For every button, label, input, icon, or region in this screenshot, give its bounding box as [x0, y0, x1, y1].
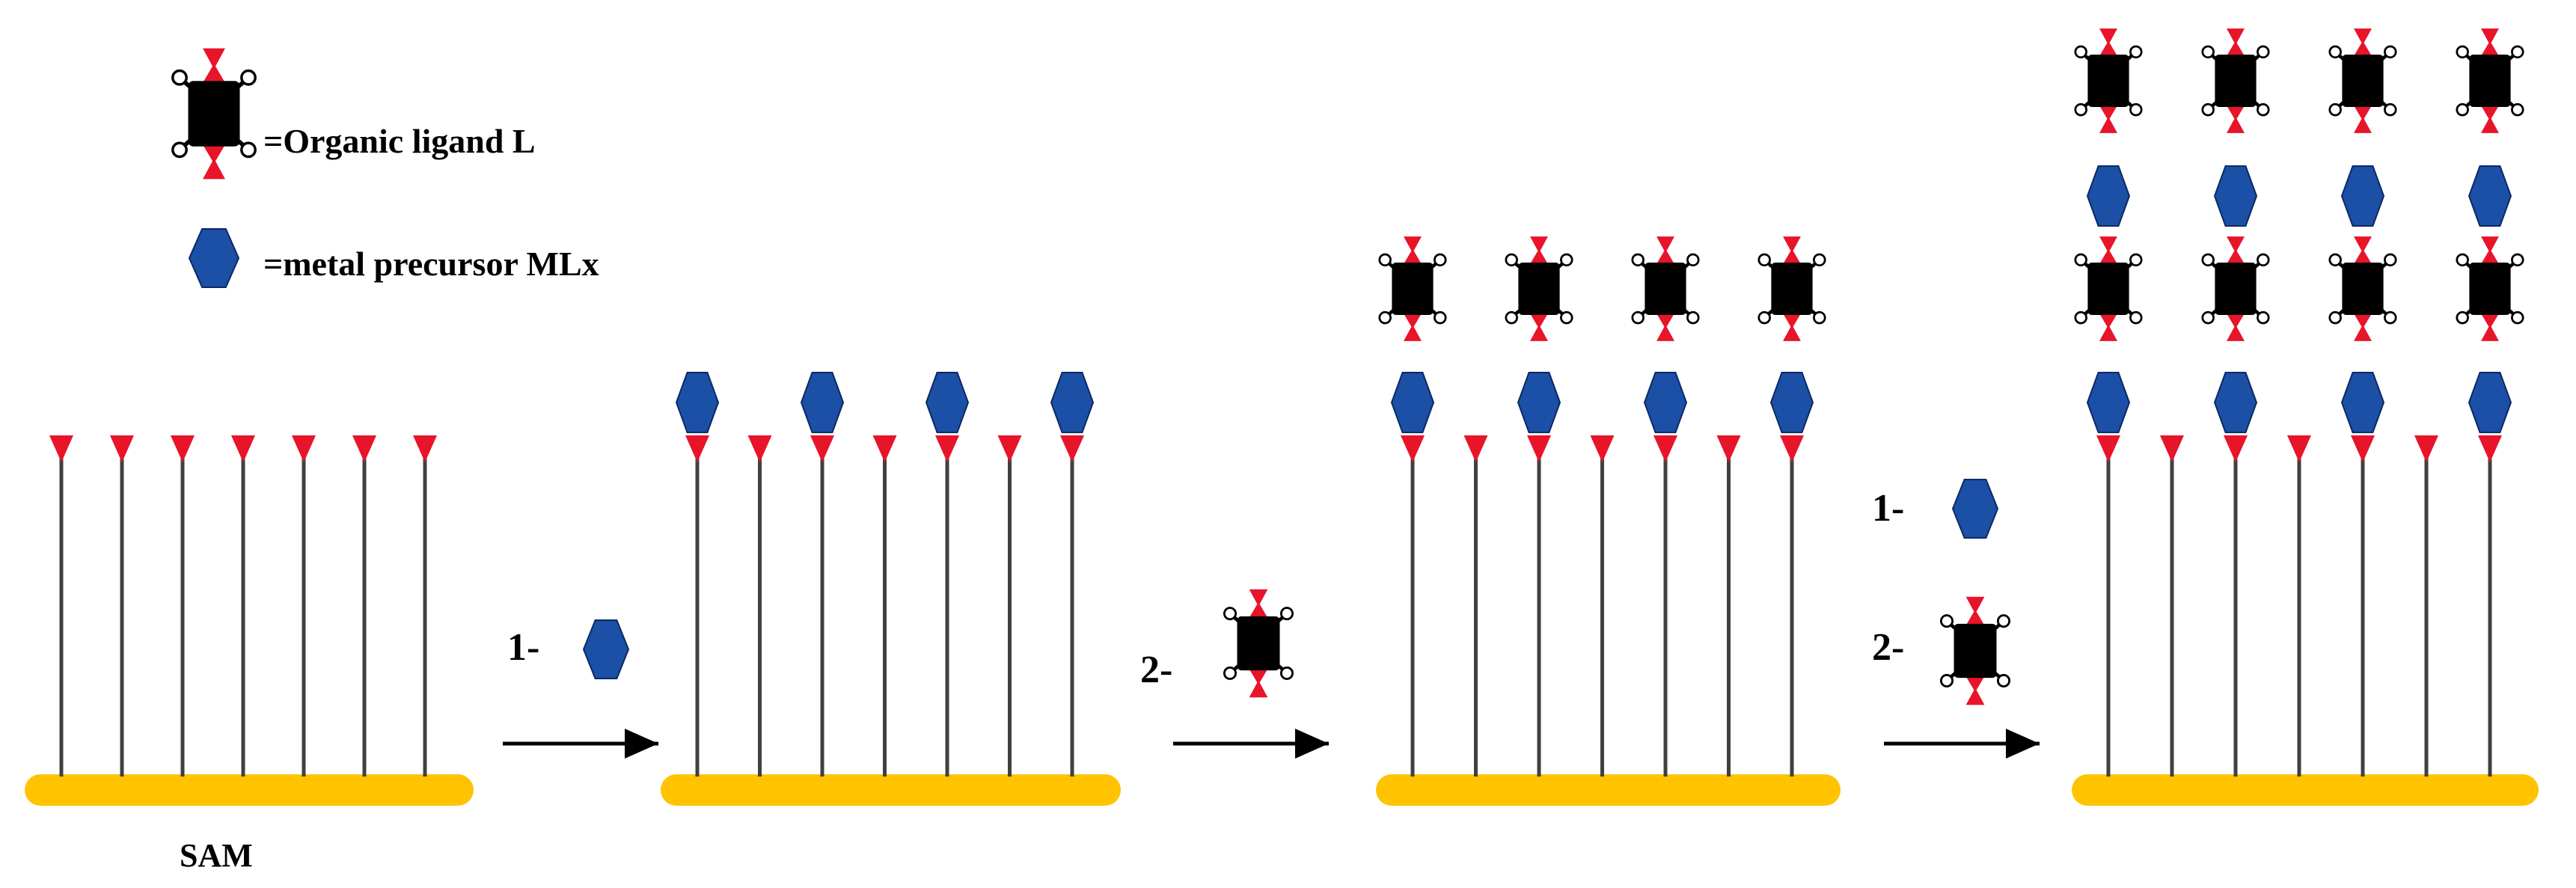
step-1-annotation: 1- — [503, 619, 658, 759]
organic-ligand — [2456, 236, 2524, 341]
terminal-group — [810, 435, 834, 462]
organic-ligand-icon — [171, 48, 257, 180]
metal-precursor-hexagon — [1769, 372, 1814, 433]
terminal-group — [997, 435, 1022, 462]
terminal-group — [110, 435, 134, 462]
step-3-label-2: 2- — [1872, 626, 1904, 669]
organic-ligand — [2201, 28, 2270, 133]
stage-3-ligand-added — [1376, 236, 1841, 806]
legend-ligand-label: =Organic ligand L — [263, 122, 536, 160]
metal-precursor-hexagon — [1050, 372, 1095, 433]
terminal-group — [413, 435, 437, 462]
legend: =Organic ligand L =metal precursor MLx — [171, 48, 599, 288]
metal-precursor-hexagon — [582, 619, 630, 679]
organic-ligand — [2328, 28, 2397, 133]
metal-precursor-icon — [582, 619, 630, 679]
organic-ligand — [171, 48, 257, 180]
terminal-group — [49, 435, 73, 462]
metal-precursor-hexagon — [1390, 372, 1435, 433]
metal-precursor-hexagon — [2086, 372, 2131, 433]
terminal-group — [2351, 435, 2375, 462]
organic-ligand — [2074, 28, 2143, 133]
terminal-group — [685, 435, 709, 462]
step-2-annotation: 2- — [1140, 589, 1329, 759]
metal-precursor-icon — [188, 228, 240, 288]
sam-label: SAM — [180, 837, 253, 874]
legend-metal-label: =metal precursor MLx — [263, 245, 599, 283]
terminal-group — [2096, 435, 2120, 462]
terminal-group — [1780, 435, 1804, 462]
organic-ligand — [1631, 236, 1700, 341]
metal-precursor-hexagon — [2086, 165, 2131, 227]
terminal-group — [2160, 435, 2184, 462]
metal-precursor-hexagon — [188, 228, 240, 288]
terminal-group — [1463, 435, 1488, 462]
terminal-group — [2287, 435, 2311, 462]
metal-precursor-hexagon — [2468, 372, 2512, 433]
terminal-group — [872, 435, 897, 462]
metal-precursor-hexagon — [2213, 372, 2258, 433]
organic-ligand — [2456, 28, 2524, 133]
terminal-group — [231, 435, 255, 462]
stage-4-second-cycle — [2072, 28, 2539, 806]
organic-ligand — [2201, 236, 2270, 341]
metal-precursor-hexagon — [2213, 165, 2258, 227]
organic-ligand — [1223, 589, 1294, 698]
metal-precursor-icon — [1951, 479, 1999, 539]
organic-ligand — [1505, 236, 1573, 341]
organic-ligand — [2074, 236, 2143, 341]
terminal-group — [2414, 435, 2438, 462]
organic-ligand — [1757, 236, 1826, 341]
metal-precursor-hexagon — [2468, 165, 2512, 227]
terminal-group — [747, 435, 772, 462]
step-1-label: 1- — [507, 626, 539, 669]
organic-ligand-icon — [1223, 589, 1294, 698]
terminal-group — [1653, 435, 1677, 462]
terminal-group — [2478, 435, 2502, 462]
terminal-group — [352, 435, 376, 462]
terminal-group — [1060, 435, 1084, 462]
terminal-group — [292, 435, 316, 462]
stage-1-sam — [25, 435, 474, 806]
terminal-group — [935, 435, 959, 462]
terminal-group — [171, 435, 195, 462]
terminal-group — [2224, 435, 2248, 462]
metal-precursor-hexagon — [2340, 372, 2385, 433]
metal-precursor-hexagon — [2340, 165, 2385, 227]
metal-precursor-hexagon — [800, 372, 845, 433]
terminal-group — [1527, 435, 1551, 462]
organic-ligand — [1939, 596, 2011, 705]
step-3-annotation: 1- 2- — [1872, 479, 2040, 759]
organic-ligand — [1378, 236, 1447, 341]
metal-precursor-hexagon — [1643, 372, 1688, 433]
step-3-label-1: 1- — [1872, 487, 1904, 530]
organic-ligand-icon — [1939, 596, 2011, 705]
organic-ligand — [2328, 236, 2397, 341]
terminal-group — [1401, 435, 1425, 462]
terminal-group — [1590, 435, 1615, 462]
terminal-group — [1716, 435, 1741, 462]
metal-precursor-hexagon — [1517, 372, 1561, 433]
metal-precursor-hexagon — [675, 372, 720, 433]
metal-precursor-hexagon — [1951, 479, 1999, 539]
step-2-label: 2- — [1140, 649, 1172, 691]
stage-2-metal-adsorbed — [661, 372, 1121, 806]
metal-precursor-hexagon — [925, 372, 970, 433]
